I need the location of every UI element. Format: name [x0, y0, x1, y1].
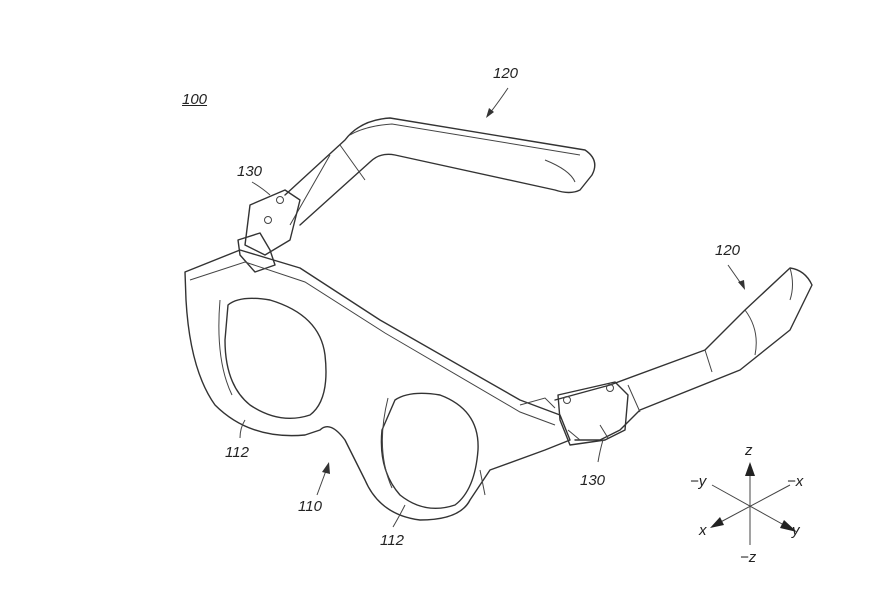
axis-z-label: z	[745, 442, 753, 459]
axis-neg-z-label: −z	[740, 549, 757, 566]
frame-front	[184, 249, 571, 521]
ref-112-left: 112	[225, 444, 249, 461]
axis-triad	[710, 462, 797, 545]
hinge-right	[519, 381, 629, 446]
axis-neg-x-label: −x	[787, 473, 804, 490]
leader-lines	[239, 87, 745, 528]
y-arrow-icon	[780, 520, 797, 532]
ref-130-right: 130	[580, 472, 606, 489]
ref-100: 100	[182, 91, 208, 108]
ref-120-top: 120	[493, 65, 519, 82]
temple-right	[554, 267, 813, 441]
temple-left	[284, 117, 596, 226]
axis-x-label: x	[699, 522, 707, 539]
ref-120-right: 120	[715, 242, 741, 259]
ref-112-right: 112	[380, 532, 404, 549]
z-arrow-icon	[745, 462, 755, 476]
x-arrow-icon	[710, 517, 724, 528]
axis-neg-y-label: −y	[690, 473, 707, 490]
ref-130-left: 130	[237, 163, 263, 180]
axis-y-label: y	[792, 522, 800, 539]
hinge-left	[237, 189, 301, 273]
ref-110: 110	[298, 498, 322, 515]
